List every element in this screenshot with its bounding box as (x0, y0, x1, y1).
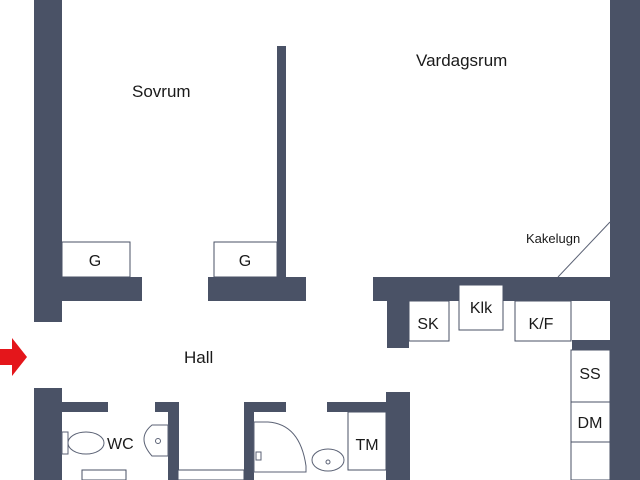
kakelugn: Kakelugn (526, 221, 611, 278)
wall-wc-top-right (155, 402, 179, 412)
wardrobe-right-label: G (239, 253, 251, 270)
cupboard-klk-label: Klk (470, 300, 493, 317)
storage-cabinet: SK (408, 300, 450, 342)
wc-doorway (81, 469, 127, 480)
room-label-hall: Hall (184, 348, 213, 367)
wall-west-lower (34, 388, 62, 480)
laundry-dryer: TM (347, 411, 387, 471)
cupboard-klk: Klk (458, 284, 504, 331)
wall-bath-north (386, 392, 410, 480)
bathroom-sink-icon (311, 448, 345, 472)
walls (34, 0, 640, 480)
dishwasher-label: DM (578, 415, 603, 432)
fridge-freezer-label: K/F (529, 316, 554, 333)
washing-machine-label: SS (579, 366, 600, 383)
fridge-freezer: K/F (514, 300, 572, 342)
wall-bath-top-left (244, 402, 286, 412)
wall-partition-bedroom-living (277, 46, 286, 286)
washing-machine: SS (570, 349, 611, 403)
wall-bath-top-right (327, 402, 387, 412)
wall-west-upper (34, 0, 62, 322)
hall-doorway-bottom (177, 469, 245, 480)
toilet-icon (61, 431, 105, 455)
wall-kitchen-south (572, 340, 610, 350)
kitchen-counter-end (570, 441, 611, 480)
wall-wc-east (168, 402, 179, 480)
wall-kitchen-pillar (387, 277, 409, 348)
sink-icon (143, 424, 169, 457)
dishwasher: DM (570, 401, 611, 443)
wall-bedroom-south-left (34, 277, 142, 301)
wall-east (610, 0, 640, 480)
storage-cabinet-label: SK (417, 316, 439, 333)
room-label-vardagsrum: Vardagsrum (416, 51, 507, 70)
wall-bedroom-south-right (208, 277, 306, 301)
shower-icon (253, 421, 307, 473)
laundry-dryer-label: TM (355, 437, 378, 454)
wardrobe-right: G (213, 241, 278, 278)
wc-label: WC (107, 436, 134, 453)
entrance-arrow-icon (0, 338, 27, 376)
wall-bath-west (244, 402, 254, 480)
room-label-sovrum: Sovrum (132, 82, 191, 101)
wall-wc-top-left (34, 402, 108, 412)
wardrobe-left: G (61, 241, 131, 278)
kakelugn-label: Kakelugn (526, 231, 580, 246)
wardrobe-left-label: G (89, 253, 101, 270)
